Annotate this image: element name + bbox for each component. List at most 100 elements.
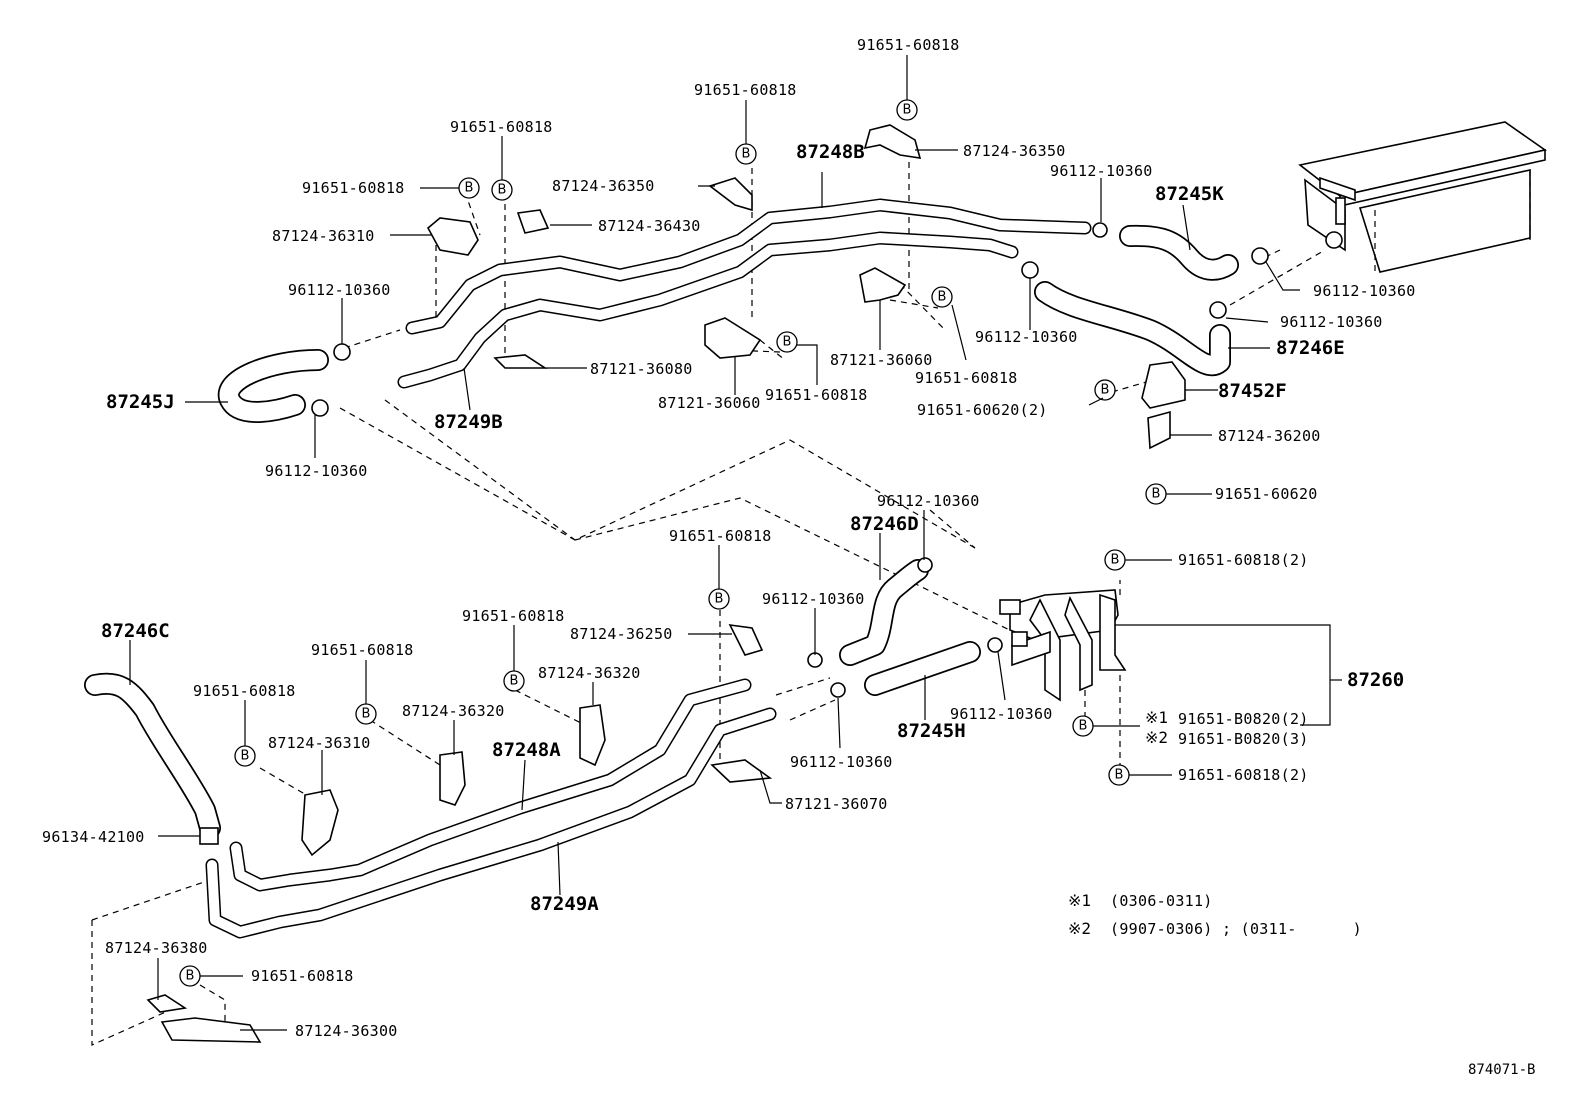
label-87452F: 87452F [1218, 380, 1287, 402]
svg-text:B: B [1111, 553, 1120, 568]
hose-clamps [199, 222, 1269, 845]
bolt-icon: B [234, 745, 256, 767]
clamp-brackets [146, 124, 1186, 1043]
note-2-mark: ※2 [1068, 919, 1091, 938]
label-87124-36200: 87124-36200 [1218, 427, 1321, 445]
svg-text:B: B [938, 290, 947, 305]
label-96112-10360: 96112-10360 [1313, 282, 1416, 300]
note-mark-1: ※1 [1145, 708, 1168, 727]
heater-unit [1298, 121, 1547, 273]
bolt-icon: B [179, 965, 201, 987]
label-87249A: 87249A [530, 893, 599, 915]
svg-text:B: B [1079, 719, 1088, 734]
dashed-guides [91, 140, 1326, 1046]
label-87249B: 87249B [434, 411, 503, 433]
label-91651-60818: 91651-60818 [193, 682, 296, 700]
bolt-icon: B [1094, 379, 1116, 401]
label-96134-42100: 96134-42100 [42, 828, 145, 846]
note-1-mark: ※1 [1068, 891, 1091, 910]
svg-text:B: B [742, 147, 751, 162]
label-91651-B0820-3: 91651-B0820(3) [1178, 730, 1309, 748]
label-91651-60818: 91651-60818 [669, 527, 772, 545]
label-87124-36320: 87124-36320 [538, 664, 641, 682]
svg-text:B: B [715, 592, 724, 607]
bolt-icon: B [735, 143, 757, 165]
label-87260: 87260 [1347, 669, 1404, 691]
label-87124-36380: 87124-36380 [105, 939, 208, 957]
label-91651-60818: 91651-60818 [462, 607, 565, 625]
note-1-text: (0306-0311) [1110, 892, 1213, 910]
label-96112-10360: 96112-10360 [762, 590, 865, 608]
label-87124-36250: 87124-36250 [570, 625, 673, 643]
part-labels: 91651-60818 91651-60818 91651-60818 9165… [42, 36, 1416, 1040]
label-91651-60620: 91651-60620 [1215, 485, 1318, 503]
lower-pipe-87249A [205, 707, 777, 939]
hose-87245K [1119, 224, 1239, 281]
bolt-icon: B [1108, 764, 1130, 786]
note-2-text: (9907-0306) ; (0311- ) [1110, 920, 1362, 938]
hose-87246E [1034, 281, 1231, 377]
label-87124-36350: 87124-36350 [552, 177, 655, 195]
bolt-icon: B [503, 670, 525, 692]
label-91651-60620-2: 91651-60620(2) [917, 401, 1048, 419]
label-96112-10360: 96112-10360 [288, 281, 391, 299]
lower-pipe-87248A [229, 678, 752, 892]
label-91651-60818-2: 91651-60818(2) [1178, 551, 1309, 569]
svg-text:B: B [186, 969, 195, 984]
hose-87246C [84, 672, 221, 839]
label-87124-36310: 87124-36310 [272, 227, 375, 245]
svg-text:B: B [1115, 768, 1124, 783]
svg-text:B: B [783, 335, 792, 350]
svg-text:B: B [1101, 383, 1110, 398]
label-87121-36060: 87121-36060 [830, 351, 933, 369]
label-91651-60818: 91651-60818 [302, 179, 405, 197]
label-87124-36430: 87124-36430 [598, 217, 701, 235]
label-91651-60818: 91651-60818 [765, 386, 868, 404]
bolt-icon: B [458, 177, 480, 199]
hose-87246D [839, 559, 929, 666]
label-87124-36300: 87124-36300 [295, 1022, 398, 1040]
label-91651-60818-2: 91651-60818(2) [1178, 766, 1309, 784]
label-96112-10360: 96112-10360 [1280, 313, 1383, 331]
hose-87245J [217, 349, 329, 423]
hose-87245H [864, 641, 981, 696]
label-87245K: 87245K [1155, 183, 1224, 205]
diagram-code: 874071-B [1468, 1062, 1535, 1078]
label-87124-36320: 87124-36320 [402, 702, 505, 720]
label-91651-60818: 91651-60818 [450, 118, 553, 136]
label-91651-60818: 91651-60818 [694, 81, 797, 99]
label-96112-10360: 96112-10360 [975, 328, 1078, 346]
upper-pipe-87249B [397, 231, 1019, 389]
bolt-icon: B [1072, 715, 1094, 737]
notes: ※1 (0306-0311) ※2 (9907-0306) ; (0311- ) [1068, 891, 1362, 938]
label-87248B: 87248B [796, 141, 865, 163]
leader-lines [129, 55, 1342, 1031]
label-87246E: 87246E [1276, 337, 1345, 359]
label-87246C: 87246C [101, 620, 170, 642]
label-96112-10360: 96112-10360 [790, 753, 893, 771]
svg-text:B: B [1152, 487, 1161, 502]
bolt-icon: B [1145, 483, 1167, 505]
label-87121-36080: 87121-36080 [590, 360, 693, 378]
bolt-icon: B [1104, 549, 1126, 571]
label-87121-36070: 87121-36070 [785, 795, 888, 813]
label-87245H: 87245H [897, 720, 966, 742]
label-91651-60818: 91651-60818 [857, 36, 960, 54]
svg-text:B: B [903, 103, 912, 118]
label-87121-36060: 87121-36060 [658, 394, 761, 412]
svg-text:B: B [465, 181, 474, 196]
label-91651-60818: 91651-60818 [915, 369, 1018, 387]
label-91651-60818: 91651-60818 [251, 967, 354, 985]
bolt-icon: B [491, 179, 513, 201]
bolt-icon: B [708, 588, 730, 610]
label-87245J: 87245J [106, 391, 175, 413]
label-91651-B0820-2: 91651-B0820(2) [1178, 710, 1309, 728]
svg-text:B: B [498, 183, 507, 198]
label-96112-10360: 96112-10360 [950, 705, 1053, 723]
bolt-icon: B [896, 99, 918, 121]
label-87124-36350: 87124-36350 [963, 142, 1066, 160]
label-87246D: 87246D [850, 513, 919, 535]
svg-text:B: B [510, 674, 519, 689]
note-mark-2: ※2 [1145, 728, 1168, 747]
